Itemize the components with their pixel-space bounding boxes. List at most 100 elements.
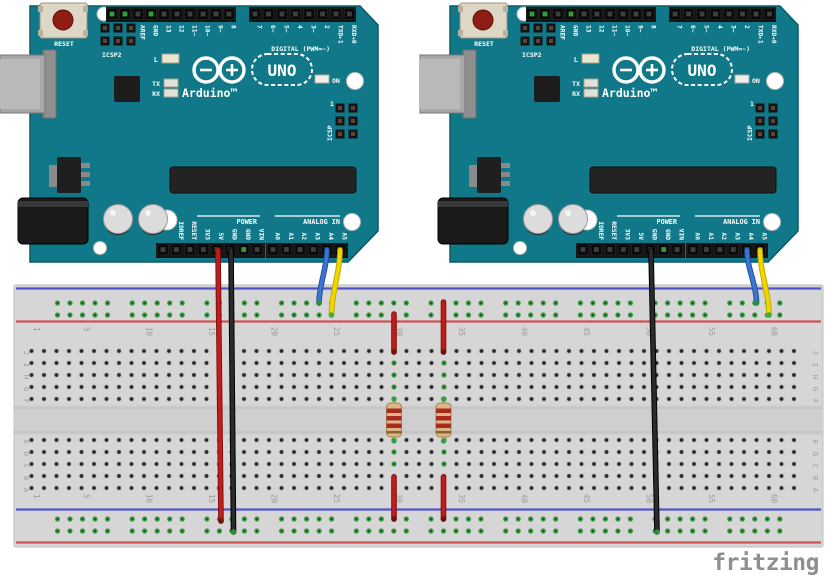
reset-button[interactable] bbox=[38, 2, 88, 39]
analog-pin-label: A2 bbox=[720, 233, 727, 241]
wire-sda-board2[interactable] bbox=[744, 247, 760, 306]
row-letter: J bbox=[811, 351, 819, 355]
power-jack bbox=[17, 197, 89, 245]
digital-pin-label: 2 bbox=[323, 25, 330, 29]
power-jack bbox=[437, 197, 509, 245]
led-rx-icon bbox=[583, 88, 599, 98]
jumper-pullup-5v-left[interactable] bbox=[391, 474, 397, 522]
led-tx-label: TX bbox=[572, 80, 580, 88]
wire-end-cap bbox=[753, 300, 760, 306]
pullup-resistor-left[interactable] bbox=[386, 396, 402, 444]
uno-badge bbox=[251, 53, 313, 86]
column-number: 20 bbox=[270, 494, 279, 504]
row-letter: J bbox=[22, 351, 30, 355]
capacitor bbox=[523, 204, 553, 235]
digital-pin-label: 5~ bbox=[282, 25, 289, 33]
power-pin-label: RESET bbox=[190, 221, 197, 240]
column-number: 20 bbox=[270, 327, 279, 337]
resistor-band bbox=[436, 423, 451, 428]
power-caption: POWER bbox=[237, 218, 258, 226]
digital-pin-label: AREF bbox=[138, 25, 145, 40]
wire-end-cap bbox=[440, 349, 447, 355]
digital-caption: DIGITAL (PWM=~) bbox=[271, 45, 330, 53]
analog-pin-label: A3 bbox=[734, 233, 741, 241]
row-letter: D bbox=[22, 452, 30, 456]
column-number: 45 bbox=[582, 327, 591, 336]
icsp-label: ICSP bbox=[326, 125, 334, 141]
icsp-header bbox=[335, 103, 358, 139]
reset-label: RESET bbox=[474, 40, 494, 48]
brand-label: Arduino™ bbox=[602, 86, 657, 100]
resistor-band bbox=[436, 431, 451, 434]
jumper-pullup-5v-right[interactable] bbox=[440, 474, 447, 522]
wire-gnd-board1[interactable] bbox=[228, 247, 237, 535]
resistor-band bbox=[386, 416, 402, 421]
digital-pin-label: 7 bbox=[255, 25, 262, 29]
voltage-regulator bbox=[49, 157, 90, 193]
voltage-regulator bbox=[469, 157, 510, 193]
jumper-scl-pullup[interactable] bbox=[391, 311, 397, 355]
wire-end-cap bbox=[654, 529, 660, 535]
column-number: 30 bbox=[395, 494, 404, 504]
column-number: 25 bbox=[332, 327, 341, 336]
resistor-band bbox=[386, 423, 402, 428]
column-number: 55 bbox=[707, 494, 716, 503]
digital-pin-label: AREF bbox=[558, 25, 565, 40]
resistor-band bbox=[436, 408, 451, 413]
digital-pin-label: 3~ bbox=[309, 25, 316, 33]
wire-scl-board1[interactable] bbox=[328, 247, 343, 318]
model-label: UNO bbox=[688, 61, 717, 80]
breadboard[interactable]: 1155101015152020252530303535404045455050… bbox=[13, 284, 824, 548]
led-l-icon bbox=[581, 53, 600, 64]
digital-pin-label: 4 bbox=[716, 25, 723, 29]
reset-label: RESET bbox=[54, 40, 74, 48]
led-on-icon bbox=[314, 74, 330, 84]
led-l-label: L bbox=[574, 56, 578, 64]
jumper-sda-pullup[interactable] bbox=[440, 299, 447, 355]
wire-end-cap bbox=[391, 516, 397, 522]
power-pin-label: VIN bbox=[257, 229, 264, 240]
usb-interface-chip bbox=[534, 76, 560, 102]
power-pin-label: GND bbox=[651, 229, 658, 240]
wire-end-cap bbox=[766, 312, 772, 318]
power-pin-label: IOREF bbox=[177, 221, 184, 240]
arduino-logo-icon bbox=[192, 56, 246, 84]
wire-gnd-board2[interactable] bbox=[648, 247, 660, 535]
wire-5v-board1[interactable] bbox=[215, 247, 224, 524]
resistor-band bbox=[386, 408, 402, 413]
wire-scl-board2[interactable] bbox=[757, 247, 772, 318]
digital-pin-label: 12 bbox=[177, 25, 184, 33]
led-on-icon bbox=[734, 74, 750, 84]
wire-sda-board1[interactable] bbox=[316, 247, 330, 306]
digital-pin-label: 11~ bbox=[610, 25, 617, 36]
column-number: 50 bbox=[645, 494, 654, 504]
column-number: 5 bbox=[82, 327, 91, 332]
digital-pin-label: 7 bbox=[675, 25, 682, 29]
tx-pin-label: TXD▸1 bbox=[336, 25, 343, 44]
row-letter: B bbox=[811, 476, 819, 480]
reset-button-cap bbox=[472, 9, 494, 31]
center-divider bbox=[14, 405, 823, 435]
icsp2-label: ICSP2 bbox=[102, 51, 122, 59]
led-tx-icon bbox=[163, 78, 179, 88]
led-on-label: ON bbox=[752, 77, 760, 85]
analog-pin-label: A1 bbox=[707, 233, 714, 241]
led-tx-icon bbox=[583, 78, 599, 88]
row-letter: C bbox=[811, 464, 819, 468]
pullup-resistor-right[interactable] bbox=[435, 396, 452, 444]
icsp2-header bbox=[520, 23, 556, 46]
digital-pin-label: 11~ bbox=[190, 25, 197, 36]
led-l-label: L bbox=[154, 56, 158, 64]
analog-pin-label: A0 bbox=[273, 233, 280, 241]
digital-pin-label: GND bbox=[571, 25, 578, 36]
resistor-band bbox=[436, 416, 451, 421]
wire-end-cap bbox=[328, 312, 335, 318]
column-number: 1 bbox=[32, 327, 41, 332]
capacitor bbox=[103, 204, 133, 235]
power-pin-label: VIN bbox=[677, 229, 684, 240]
power-pin-label: GND bbox=[231, 229, 238, 240]
reset-button[interactable] bbox=[458, 2, 508, 39]
